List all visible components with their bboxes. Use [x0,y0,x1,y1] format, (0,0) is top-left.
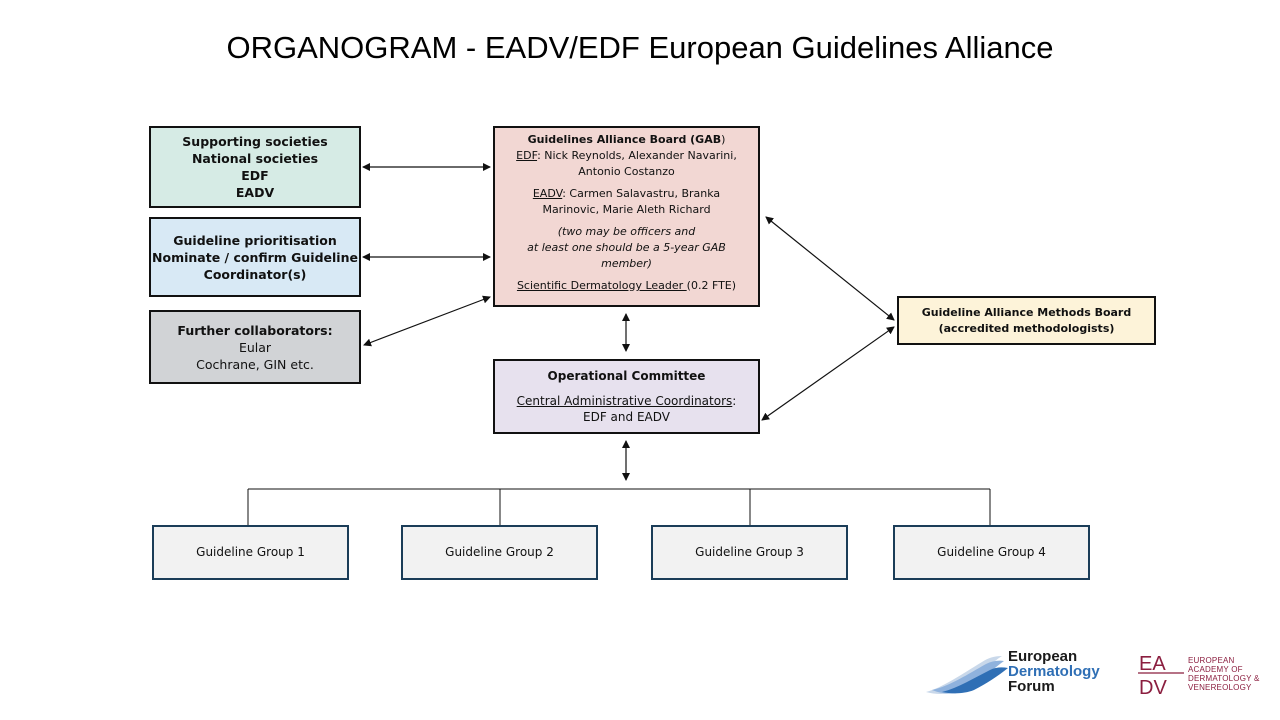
guideline-group-1-label: Guideline Group 1 [196,545,305,559]
methods-board-box: Guideline Alliance Methods Board (accred… [897,296,1156,345]
guideline-group-3-box: Guideline Group 3 [651,525,848,580]
eadv-logo-line-1: EUROPEAN [1188,656,1235,665]
collaborators-heading: Further collaborators: [177,322,333,338]
guideline-group-2-box: Guideline Group 2 [401,525,598,580]
arrow-collaborators-gab [363,295,491,347]
eadv-mark-icon: EA DV [1138,653,1184,696]
supporting-line-3: EDF [241,168,269,183]
methods-board-line-1: Guideline Alliance Methods Board [921,305,1132,319]
gab-edf-members: EDF: Nick Reynolds, Alexander Navarini, … [505,148,748,180]
gab-title-paren: ) [721,133,726,146]
edf-logo-line-1: European [1008,648,1078,665]
collaborators-line-1: Eular [238,339,272,355]
gab-eadv-members: EADV: Carmen Salavastru, Branka Marinovi… [505,186,748,218]
gab-title-text: Guidelines Alliance Board (GAB [527,133,722,146]
gab-leader-fte: (0.2 FTE) [686,279,737,292]
guideline-group-4-box: Guideline Group 4 [893,525,1090,580]
arrow-gab-methods [765,216,895,321]
arrow-methods-operational [761,326,895,421]
eadv-mark-top: EA [1139,653,1166,675]
prioritisation-line-2: Nominate / confirm Guideline [152,249,358,265]
guideline-group-3-label: Guideline Group 3 [695,545,804,559]
guideline-prioritisation-box: Guideline prioritisation Nominate / conf… [149,217,361,297]
guideline-group-4-label: Guideline Group 4 [937,545,1046,559]
supporting-line-4: EADV [235,185,275,200]
guideline-group-1-box: Guideline Group 1 [152,525,349,580]
page-title: ORGANOGRAM - EADV/EDF European Guideline… [226,30,1054,65]
gab-note-line-2: at least one should be a 5-year GAB memb… [527,241,726,270]
supporting-line-1: Supporting societies [182,134,328,149]
operational-coord-colon: : [732,394,737,408]
gab-note-line-1: (two may be officers and [557,225,696,238]
gab-leader: Scientific Dermatology Leader (0.2 FTE) [517,278,736,294]
gab-edf-names: : Nick Reynolds, Alexander Navarini, Ant… [537,149,737,178]
operational-title: Operational Committee [547,369,706,383]
operational-coord-label: Central Administrative Coordinators [516,394,733,408]
gab-edf-label: EDF [516,149,538,162]
operational-coord-value: EDF and EADV [583,410,670,424]
gab-title: Guidelines Alliance Board (GAB) [528,132,726,148]
gab-leader-label: Scientific Dermatology Leader [516,279,687,292]
operational-committee-box: Operational Committee Central Administra… [493,359,760,434]
edf-logo-line-2: Dermatology [1008,663,1100,680]
eadv-logo-text: EUROPEAN ACADEMY OF DERMATOLOGY & VENERE… [1188,656,1260,692]
edf-logo-text: European Dermatology Forum [1008,649,1100,694]
eadv-logo: EA DV EUROPEAN ACADEMY OF DERMATOLOGY & … [1138,650,1278,698]
eadv-mark-bottom: DV [1139,677,1167,696]
gab-note: (two may be officers and at least one sh… [505,224,748,272]
supporting-line-2: National societies [191,151,319,166]
prioritisation-line-1: Guideline prioritisation [173,232,337,248]
gab-eadv-names: : Carmen Salavastru, Branka Marinovic, M… [542,187,721,216]
methods-board-line-2: (accredited methodologists) [938,321,1115,335]
groups-bracket [247,488,991,525]
guidelines-alliance-board-box: Guidelines Alliance Board (GAB) EDF: Nic… [493,126,760,307]
guideline-group-2-label: Guideline Group 2 [445,545,554,559]
prioritisation-line-3: Coordinator(s) [203,266,307,282]
collaborators-line-2: Cochrane, GIN etc. [196,356,314,372]
gab-eadv-label: EADV [532,187,563,200]
edf-logo: European Dermatology Forum [922,648,1122,698]
eadv-logo-line-2: ACADEMY OF [1188,665,1243,674]
edf-logo-line-3: Forum [1008,678,1055,695]
supporting-societies-box: Supporting societies National societies … [149,126,361,208]
operational-coordinators: Central Administrative Coordinators: [517,393,737,409]
eadv-logo-line-4: VENEREOLOGY [1188,683,1252,692]
edf-swoosh-icon [926,656,1008,694]
further-collaborators-box: Further collaborators: Eular Cochrane, G… [149,310,361,384]
eadv-logo-line-3: DERMATOLOGY & [1188,674,1260,683]
